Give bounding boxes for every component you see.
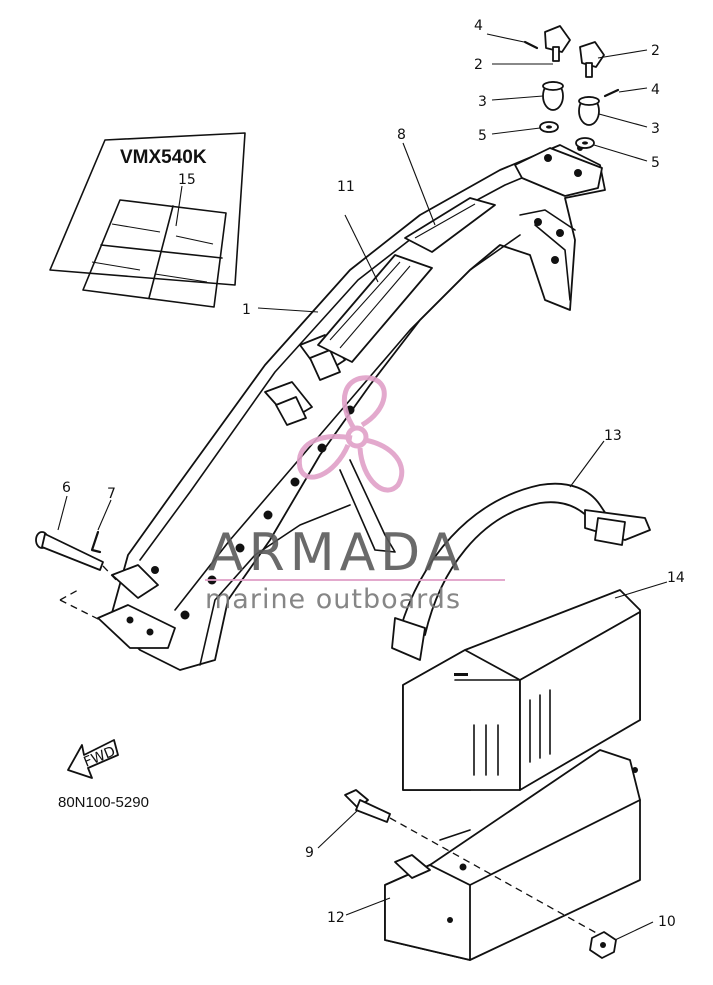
callout-15: 15 bbox=[178, 172, 196, 188]
callout-13: 13 bbox=[604, 428, 622, 444]
armada-watermark: ARMADA marine outboards bbox=[205, 375, 505, 615]
callout-4-left: 4 bbox=[474, 18, 483, 34]
callout-11: 11 bbox=[337, 179, 355, 195]
nut-part-10 bbox=[589, 931, 617, 959]
forward-arrow-icon: FWD bbox=[67, 739, 119, 779]
leader-lines bbox=[57, 33, 668, 941]
watermark-tagline: marine outboards bbox=[205, 584, 461, 615]
callout-6: 6 bbox=[62, 480, 71, 496]
callout-8: 8 bbox=[397, 127, 406, 143]
label-inset: VMX540K bbox=[49, 132, 246, 308]
model-label: VMX540K bbox=[120, 147, 207, 168]
cotter-part-7 bbox=[90, 530, 102, 554]
callout-14: 14 bbox=[667, 570, 685, 586]
reflector-part-11 bbox=[317, 254, 433, 363]
callout-10: 10 bbox=[658, 914, 676, 930]
callout-2-left: 2 bbox=[474, 57, 483, 73]
propeller-logo-icon bbox=[296, 375, 405, 493]
callout-3-left: 3 bbox=[478, 94, 487, 110]
watermark-brand: ARMADA bbox=[208, 523, 465, 583]
callout-7: 7 bbox=[107, 486, 116, 502]
strap-part-13 bbox=[391, 482, 651, 661]
rubber-mount-parts bbox=[523, 25, 620, 149]
pin-part-6 bbox=[35, 531, 104, 571]
fwd-label: FWD bbox=[82, 744, 118, 771]
callout-4-right: 4 bbox=[651, 82, 660, 98]
rear-fender-part-1 bbox=[97, 144, 606, 671]
callout-9: 9 bbox=[305, 845, 314, 861]
diagram-code: 80N100-5290 bbox=[58, 794, 149, 811]
plate-part-8 bbox=[404, 197, 496, 253]
callout-numbers: 1 2 2 3 3 4 4 5 5 6 7 8 9 10 11 12 13 14… bbox=[62, 18, 685, 930]
callout-5-left: 5 bbox=[478, 128, 487, 144]
battery-tray-part-12 bbox=[384, 749, 641, 961]
decal-part-15 bbox=[82, 199, 227, 308]
callout-12: 12 bbox=[327, 910, 345, 926]
callout-5-right: 5 bbox=[651, 155, 660, 171]
bolt-part-9 bbox=[344, 789, 391, 823]
callout-1: 1 bbox=[242, 302, 251, 318]
callout-2-right: 2 bbox=[651, 43, 660, 59]
callout-3-right: 3 bbox=[651, 121, 660, 137]
battery-part-14 bbox=[402, 589, 641, 791]
